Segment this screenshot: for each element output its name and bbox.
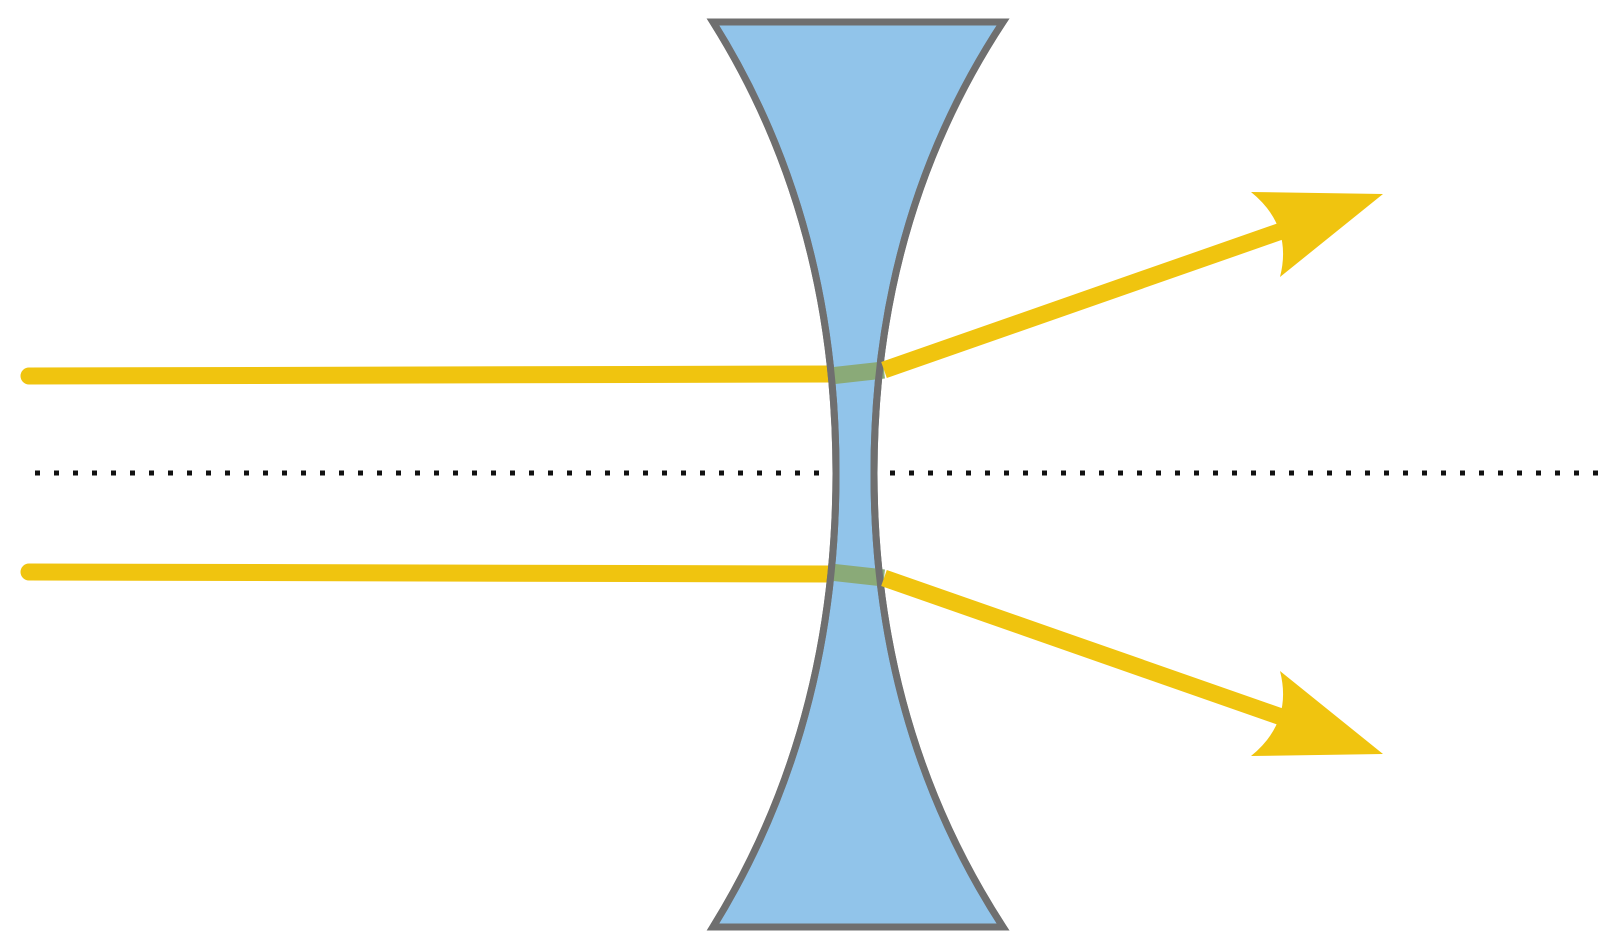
upper-arrowhead	[1251, 192, 1383, 277]
upper-ray-in-lens	[829, 361, 885, 385]
lower-incoming-ray	[20, 563, 843, 583]
lower-refracted-ray	[881, 569, 1293, 729]
upper-refracted-ray	[881, 219, 1293, 379]
lower-ray-in-lens	[829, 563, 885, 587]
lower-arrowhead	[1251, 671, 1383, 756]
upper-incoming-ray	[20, 365, 843, 385]
biconcave-lens	[706, 18, 1010, 931]
lens-outline	[706, 18, 1010, 931]
